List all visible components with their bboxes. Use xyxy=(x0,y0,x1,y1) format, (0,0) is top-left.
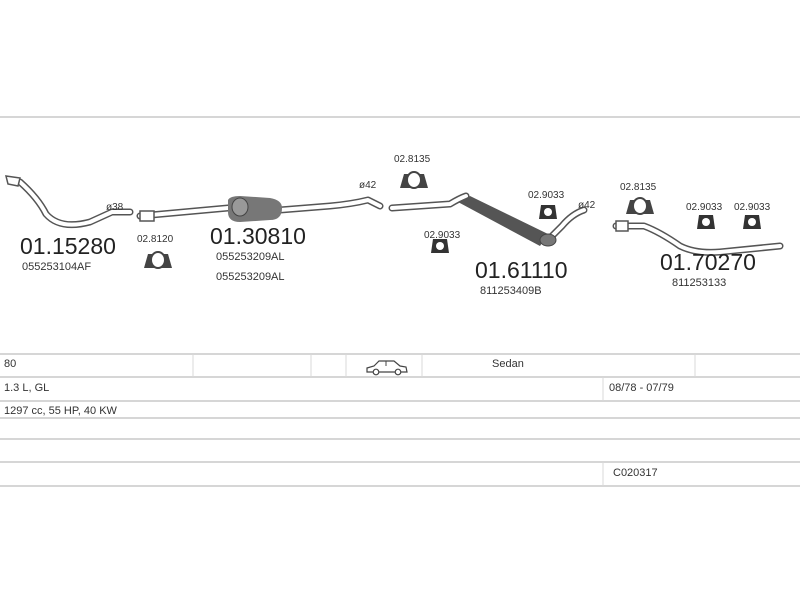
rubber-mount-icon xyxy=(743,215,761,229)
model-cell: 80 xyxy=(4,358,17,370)
rubber-mount-icon xyxy=(539,205,557,219)
specs-cell: 1297 cc, 55 HP, 40 KW xyxy=(4,405,117,417)
diameter-label: ø38 xyxy=(106,202,124,213)
mount-number: 02.8135 xyxy=(394,154,431,165)
part-middle-muffler[interactable] xyxy=(136,196,384,222)
car-sedan-icon xyxy=(366,360,408,376)
mount-number: 02.8120 xyxy=(137,234,174,245)
oem-number: 055253209AL xyxy=(216,271,285,283)
rubber-mount-icon xyxy=(626,197,654,215)
years-cell: 08/78 - 07/79 xyxy=(609,382,674,394)
rubber-mount-icon xyxy=(144,251,172,269)
oem-number: 055253209AL xyxy=(216,251,285,263)
mount-number: 02.9033 xyxy=(424,230,461,241)
part-number: 01.70270 xyxy=(660,249,756,275)
diameter-label: ø42 xyxy=(578,200,596,211)
diameter-label: ø42 xyxy=(359,180,377,191)
part-front-pipe[interactable] xyxy=(5,175,134,229)
mount-number: 02.9033 xyxy=(686,202,723,213)
mount-number: 02.9033 xyxy=(528,190,565,201)
part-number: 01.15280 xyxy=(20,233,116,259)
part-tail-pipe[interactable] xyxy=(612,220,784,256)
body-type-cell: Sedan xyxy=(492,358,524,370)
engine-cell: 1.3 L, GL xyxy=(4,382,50,394)
oem-number: 055253104AF xyxy=(22,261,91,273)
mount-number: 02.8135 xyxy=(620,182,657,193)
part-rear-muffler[interactable] xyxy=(388,192,588,247)
rubber-mount-icon xyxy=(431,239,449,253)
part-number: 01.30810 xyxy=(210,223,306,249)
mount-number: 02.9033 xyxy=(734,202,771,213)
code-cell: C020317 xyxy=(613,467,658,479)
rubber-mount-icon xyxy=(400,171,428,189)
rubber-mount-icon xyxy=(697,215,715,229)
part-number: 01.61110 xyxy=(475,257,568,283)
oem-number: 811253409B xyxy=(480,285,542,297)
oem-number: 811253133 xyxy=(672,277,726,289)
